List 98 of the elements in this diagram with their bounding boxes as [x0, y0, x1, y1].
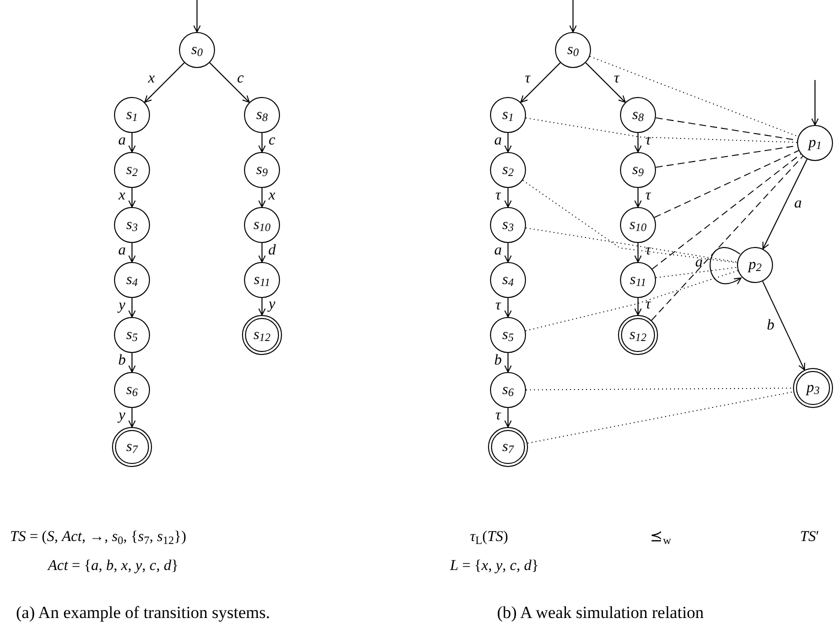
edge-label: c	[237, 71, 244, 86]
state-label: s$_{8}$	[256, 108, 268, 122]
state-label: s$_{4}$	[126, 272, 138, 288]
edge-label: x	[118, 188, 126, 203]
arrow	[504, 298, 512, 318]
edge-label: a	[118, 243, 126, 258]
dashed-line	[654, 150, 800, 218]
edge-label: τ	[495, 188, 501, 203]
state-label: s$_{6}$	[126, 382, 138, 398]
edge-label: y	[268, 297, 276, 312]
state-label: s$_{9}$	[632, 162, 644, 178]
edge-label: b	[766, 318, 774, 334]
state-label: s$_{3}$	[502, 218, 514, 232]
edge-label: a	[494, 133, 502, 148]
edge-label: τ	[614, 71, 620, 86]
edge-label: c	[268, 133, 276, 148]
arrow	[634, 188, 642, 208]
edge-label: τ	[524, 71, 530, 86]
arrow	[762, 280, 806, 370]
state-label: s$_{10}$	[629, 218, 647, 232]
edge-label: τ	[645, 297, 651, 312]
edge-label: d	[268, 243, 276, 258]
arrow	[258, 188, 266, 208]
state-label: s$_{0}$	[191, 42, 203, 58]
edge-label: a	[494, 243, 502, 258]
edge-label: b	[494, 353, 502, 368]
dashed-line	[651, 156, 804, 321]
state-label: s$_{12}$	[253, 328, 271, 342]
arrow	[209, 62, 250, 103]
arrow	[569, 0, 577, 32]
arrow	[128, 242, 136, 262]
edge-label: b	[118, 353, 126, 368]
edge-label: x	[148, 71, 155, 86]
arrow	[504, 408, 512, 428]
formula-text: TS = (S, Act, →, s$_{0}$, {s$_{7}$, s$_{12}$})	[10, 528, 186, 548]
arrow	[504, 352, 512, 372]
arrow	[634, 132, 642, 152]
state-label: s$_{12}$	[629, 328, 647, 342]
formula-text: TS′	[800, 528, 820, 547]
formula-text: τ$_{L}$(TS)	[470, 528, 508, 548]
state-label: s$_{3}$	[126, 218, 138, 232]
arrow	[128, 408, 136, 428]
arrow	[762, 158, 808, 250]
caption: (b) A weak simulation relation	[497, 602, 704, 624]
state-label: s$_{10}$	[253, 218, 271, 232]
edge-label: y	[118, 298, 126, 313]
state-label: p$_{2}$	[748, 258, 762, 272]
arrow	[520, 62, 561, 103]
state-label: s$_{7}$	[126, 440, 138, 454]
state-label: s$_{11}$	[254, 272, 270, 288]
edge-label: τ	[645, 188, 651, 203]
edge-label: a	[118, 133, 126, 148]
arrow	[193, 0, 201, 32]
state-label: p$_{3}$	[806, 380, 820, 396]
state-label: s$_{5}$	[502, 328, 514, 342]
caption: (a) An example of transition systems.	[16, 602, 270, 624]
arrow	[504, 188, 512, 208]
state-label: s$_{11}$	[630, 272, 646, 288]
state-label: s$_{5}$	[126, 328, 138, 342]
arrow	[585, 62, 626, 103]
edge-label: a	[794, 196, 802, 212]
arrow	[634, 298, 642, 316]
arrow	[144, 62, 185, 103]
formula-text: Act = {a, b, x, y, c, d}	[48, 557, 178, 576]
state-label: s$_{8}$	[632, 108, 644, 122]
arrow	[128, 132, 136, 152]
state-label: s$_{6}$	[502, 382, 514, 398]
formula-text: L = {x, y, c, d}	[450, 557, 539, 576]
state-label: s$_{7}$	[502, 440, 514, 454]
arrow	[258, 242, 266, 262]
state-label: s$_{1}$	[502, 108, 514, 122]
edge-label: τ	[645, 243, 651, 258]
edge-label: τ	[645, 133, 651, 148]
edge-label: τ	[495, 298, 501, 313]
state-label: s$_{9}$	[256, 162, 268, 178]
edge-label: y	[118, 408, 126, 423]
arrow	[128, 188, 136, 208]
state-label: s$_{2}$	[126, 162, 138, 178]
edge-label: a	[695, 256, 703, 270]
arrow	[128, 298, 136, 318]
dotted-line	[589, 56, 799, 137]
arrow	[128, 352, 136, 372]
state-label: s$_{4}$	[502, 272, 514, 288]
formula-text: ⪯$_{w}$	[650, 528, 672, 548]
arrow	[504, 242, 512, 262]
self-loop-arrow	[710, 247, 742, 284]
state-label: s$_{0}$	[567, 42, 579, 58]
state-label: s$_{1}$	[126, 108, 138, 122]
dashed-line	[652, 154, 802, 270]
edge-label: τ	[495, 408, 501, 423]
arrow	[634, 242, 642, 262]
arrow	[811, 80, 819, 126]
arrow	[258, 298, 266, 316]
arrow	[504, 132, 512, 152]
edge-label: x	[268, 188, 276, 203]
state-label: s$_{2}$	[502, 162, 514, 178]
state-label: p$_{1}$	[808, 136, 822, 150]
arrow	[258, 132, 266, 152]
